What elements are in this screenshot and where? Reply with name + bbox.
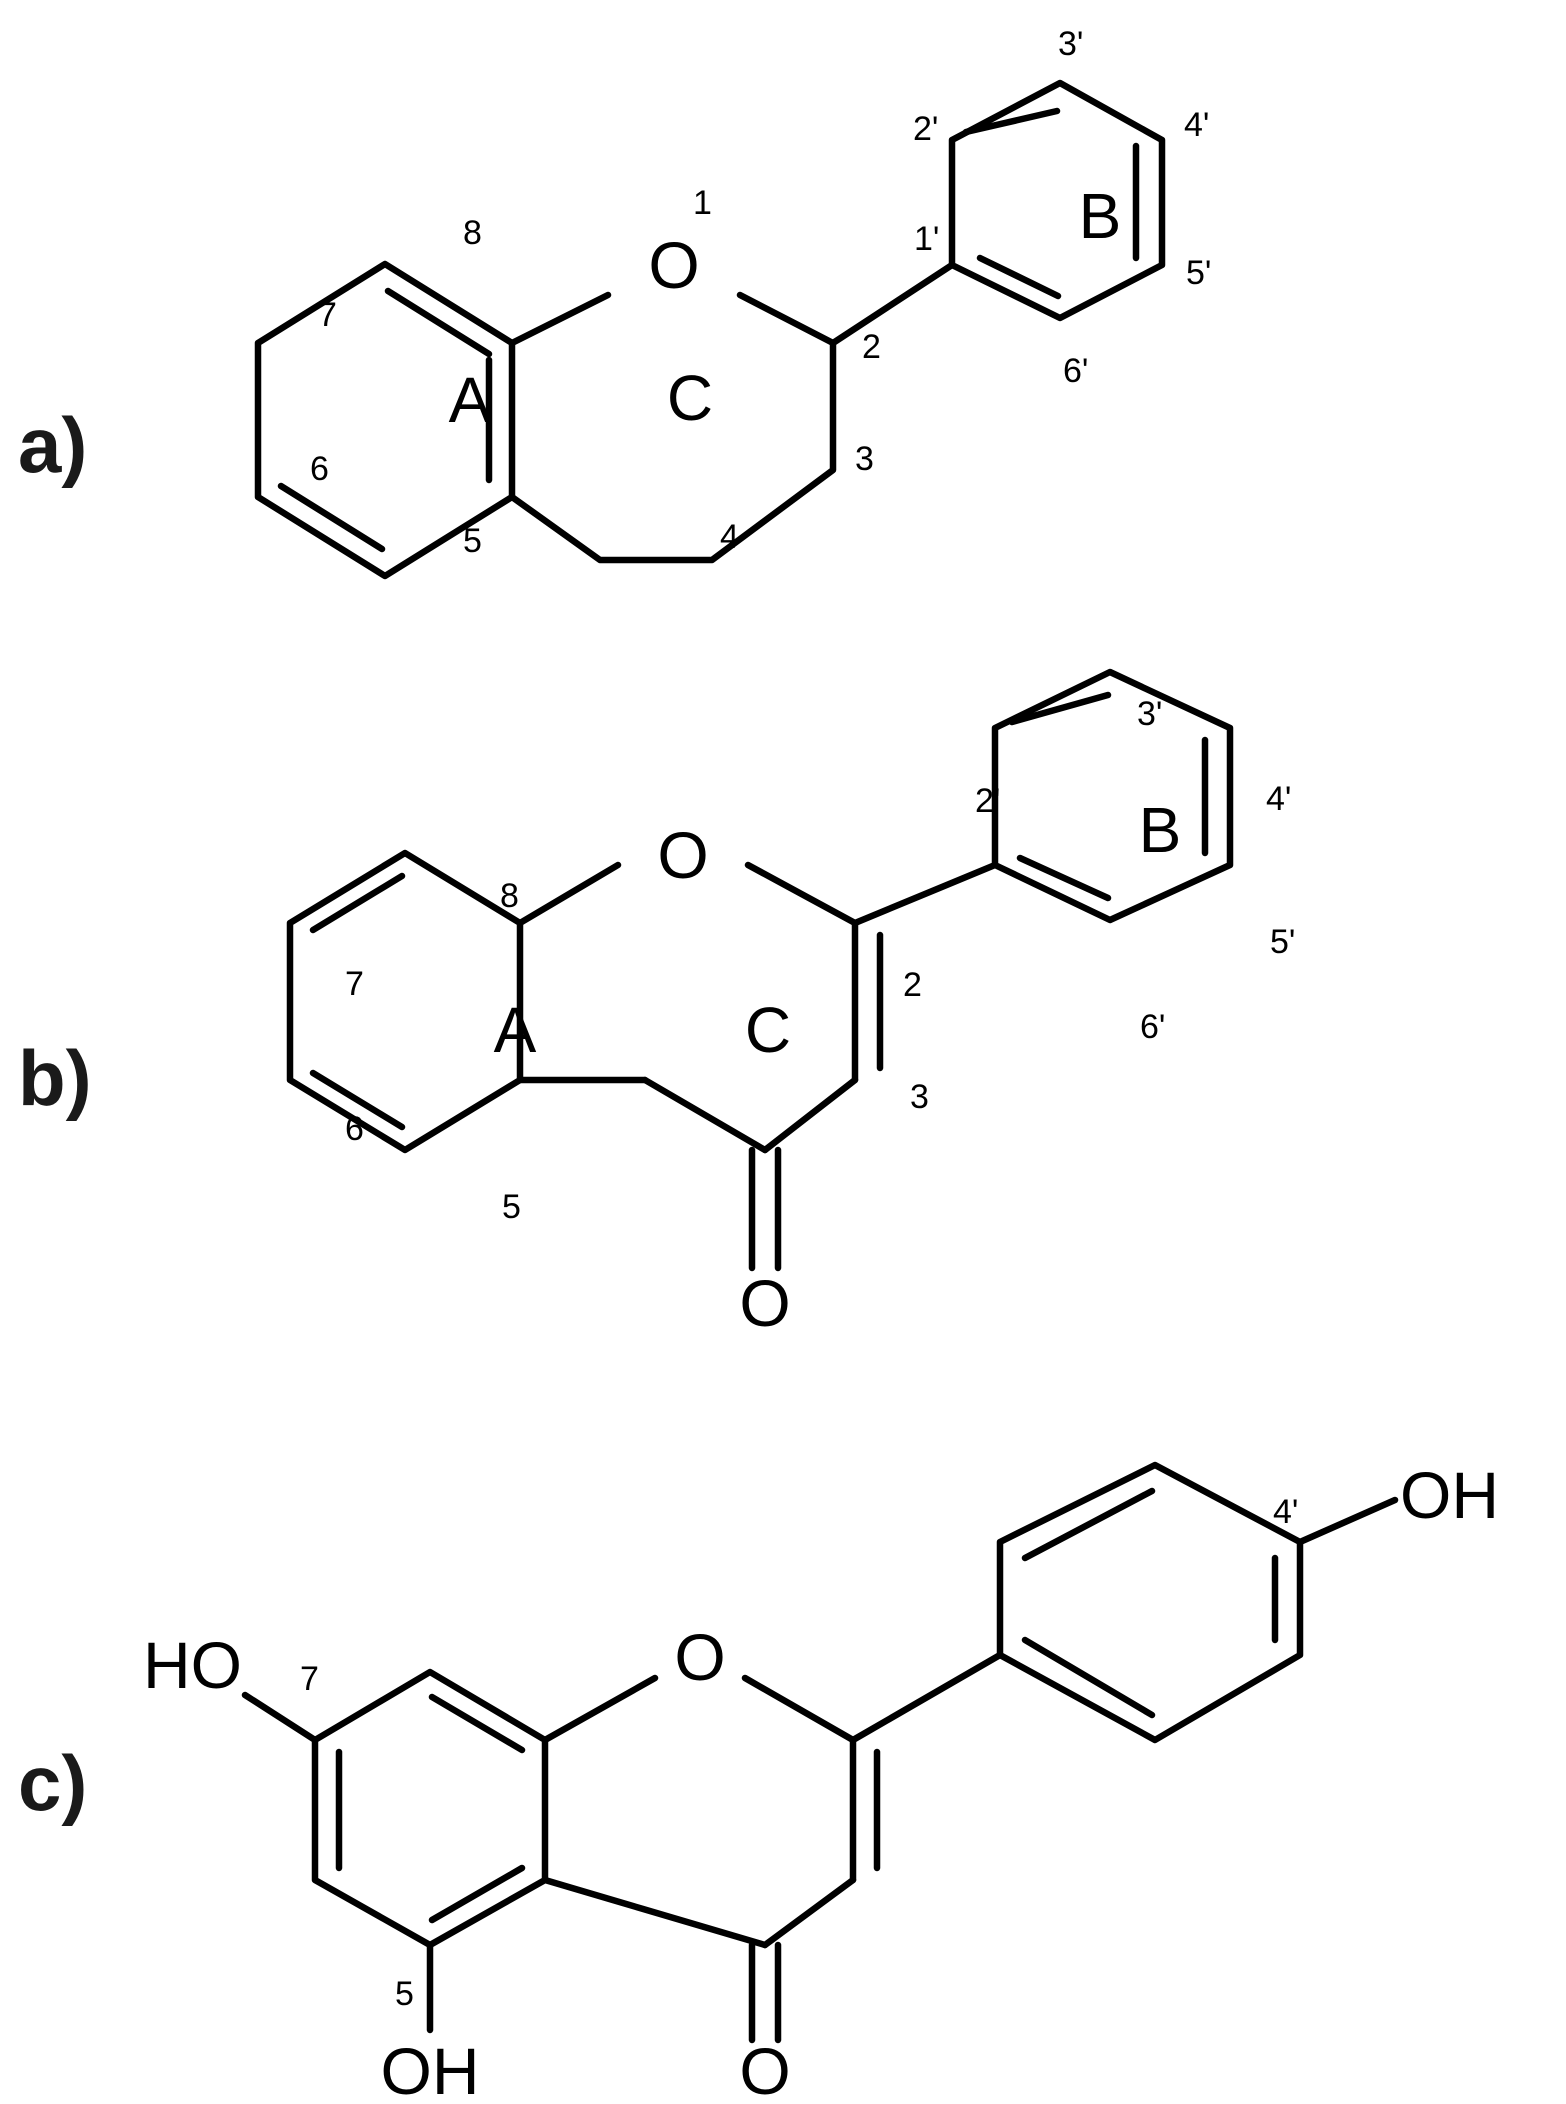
panel-a-pos-1p: 1' xyxy=(914,220,939,258)
panel-a-pos-4p: 4' xyxy=(1184,106,1209,144)
panel-b-position-numbers: 2 3 5 6 7 8 2' 3' 4' 5' 6' xyxy=(345,695,1295,1226)
panel-c-carbonyl-oxygen: O xyxy=(739,2034,790,2104)
panel-b-pos-6: 6 xyxy=(345,1110,364,1148)
panel-a-position-numbers: 1 2 3 4 5 6 7 8 1' 2' 3' 4' 5' 6' xyxy=(310,25,1211,560)
panel-b-carbonyl-oxygen: O xyxy=(739,1266,790,1340)
panel-b-ring-oxygen: O xyxy=(657,818,708,892)
panel-a-pos-4: 4 xyxy=(720,518,739,556)
panel-b-pos-4p: 4' xyxy=(1266,780,1291,818)
panel-a-bonds xyxy=(254,79,1166,580)
panel-a-pos-2p: 2' xyxy=(913,110,938,148)
panel-c-5-hydroxyl: OH xyxy=(381,2034,480,2104)
panel-a-pos-6: 6 xyxy=(310,450,329,488)
panel-c-bonds xyxy=(241,1461,1399,2044)
panel-a-pos-1: 1 xyxy=(693,184,712,222)
panel-b-bonds xyxy=(286,668,1234,1272)
panel-a-label: a) xyxy=(18,401,87,489)
panel-b-pos-3: 3 xyxy=(910,1078,929,1116)
panel-a-pos-7: 7 xyxy=(318,296,337,334)
panel-c-4p-hydroxyl: OH xyxy=(1400,1458,1499,1532)
panel-c-pos-4p: 4' xyxy=(1273,1493,1298,1531)
panel-b-label: b) xyxy=(18,1034,92,1122)
panel-b-pos-6p: 6' xyxy=(1140,1008,1165,1046)
panel-b-pos-5p: 5' xyxy=(1270,923,1295,961)
panel-c-apigenin: c) xyxy=(18,1458,1499,2104)
panel-a-pos-3: 3 xyxy=(855,440,874,478)
panel-a-ring-b-label: B xyxy=(1079,180,1122,252)
panel-b-ring-b-label: B xyxy=(1139,794,1182,866)
panel-c-position-numbers: 7 5 4' xyxy=(300,1493,1298,2013)
panel-a-ring-a-label: A xyxy=(449,364,492,436)
panel-c-7-hydroxyl: HO xyxy=(143,1628,242,1702)
panel-b-pos-8: 8 xyxy=(500,877,519,915)
panel-b-pos-2p: 2' xyxy=(975,782,1000,820)
panel-b-pos-7: 7 xyxy=(345,965,364,1003)
panel-a-pos-5p: 5' xyxy=(1186,254,1211,292)
panel-a-ring-c-label: C xyxy=(667,362,713,434)
panel-b-flavone: b) O O A B C xyxy=(18,668,1295,1340)
panel-a-flavan: a) O A B C 1 2 3 4 5 xyxy=(18,25,1211,580)
panel-a-oxygen: O xyxy=(648,228,699,302)
panel-c-label: c) xyxy=(18,1739,87,1827)
panel-b-pos-5: 5 xyxy=(502,1188,521,1226)
panel-c-pos-5: 5 xyxy=(395,1975,414,2013)
panel-a-pos-5: 5 xyxy=(463,522,482,560)
panel-b-pos-3p: 3' xyxy=(1137,695,1162,733)
panel-b-ring-a-label: A xyxy=(494,994,537,1066)
panel-c-pos-7: 7 xyxy=(300,1660,319,1698)
panel-a-pos-8: 8 xyxy=(463,214,482,252)
panel-b-ring-c-label: C xyxy=(745,994,791,1066)
panel-a-pos-3p: 3' xyxy=(1058,25,1083,63)
panel-a-pos-2: 2 xyxy=(862,328,881,366)
panel-a-pos-6p: 6' xyxy=(1063,352,1088,390)
panel-b-pos-2: 2 xyxy=(903,966,922,1004)
panel-c-ring-oxygen: O xyxy=(674,1620,725,1694)
